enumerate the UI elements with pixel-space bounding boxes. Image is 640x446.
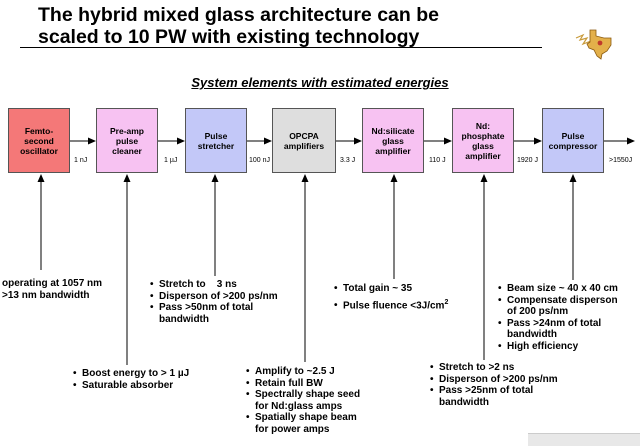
energy-label: 3.3 J: [340, 157, 356, 164]
note-line: •Retain full BW: [246, 377, 323, 389]
energy-label: >1550J: [609, 157, 633, 164]
title-divider: [20, 47, 542, 48]
note-line: •Compensate disperson: [498, 294, 618, 306]
note-line: •High efficiency: [498, 340, 579, 352]
note-line: •Disperson of >200 ps/nm: [150, 290, 278, 302]
page-title: The hybrid mixed glass architecture can …: [38, 4, 558, 48]
note-pulse-compressor: •Beam size ~ 40 x 40 cm •Compensate disp…: [498, 283, 618, 352]
energy-label: 100 nJ: [249, 157, 271, 164]
note-oscillator: operating at 1057 nm >13 nm bandwidth: [2, 278, 102, 301]
energy-label: 1 nJ: [74, 157, 88, 164]
note-line: of 200 ps/nm: [507, 306, 569, 317]
note-line: •Stretch to >2 ns: [430, 362, 515, 373]
note-pulse-stretcher: •Stretch to 3 ns •Disperson of >200 ps/n…: [150, 279, 278, 325]
note-line: for Nd:glass amps: [255, 400, 343, 412]
note-line: •Boost energy to > 1 µJ: [73, 368, 190, 379]
note-line: •Stretch to 3 ns: [150, 279, 237, 290]
note-line: •Pass >50nm of total: [150, 302, 254, 313]
window-corner-strip: [528, 433, 640, 446]
texas-state-outline-icon: [575, 29, 612, 60]
note-pulse-cleaner: •Boost energy to > 1 µJ •Saturable absor…: [73, 368, 189, 391]
note-line: •Disperson of >200 ps/nm: [430, 373, 558, 385]
note-line: operating at 1057 nm: [2, 278, 103, 289]
note-line: bandwidth: [159, 313, 209, 325]
title-line-1: The hybrid mixed glass architecture can …: [38, 4, 439, 26]
note-line: •Pass >25nm of total: [430, 385, 534, 396]
note-opcpa: •Amplify to ~2.5 J •Retain full BW •Spec…: [246, 366, 360, 435]
energy-label: 1920 J: [517, 157, 539, 164]
note-silicate-amplifier: •Total gain ~ 35 •Pulse fluence <3J/cm2: [334, 283, 448, 311]
note-line: •Amplify to ~2.5 J: [246, 366, 335, 377]
note-line: bandwidth: [439, 396, 489, 408]
note-line: for power amps: [255, 423, 330, 435]
energy-label: 110 J: [429, 157, 446, 164]
note-line: •Pulse fluence <3J/cm2: [334, 298, 449, 311]
note-line: bandwidth: [507, 329, 557, 340]
note-line: •Pass >24nm of total: [498, 317, 602, 329]
note-line: •Beam size ~ 40 x 40 cm: [498, 283, 618, 294]
note-line: >13 nm bandwidth: [2, 289, 90, 301]
note-line: •Spatially shape beam: [246, 412, 357, 423]
note-line: •Spectrally shape seed: [246, 389, 361, 400]
note-line: •Saturable absorber: [73, 379, 174, 391]
note-line: •Total gain ~ 35: [334, 283, 412, 294]
diagram-subtitle: System elements with estimated energies: [191, 75, 449, 90]
title-line-2: scaled to 10 PW with existing technology: [38, 26, 420, 48]
energy-label: 1 µJ: [164, 157, 178, 164]
note-phosphate-amplifier: •Stretch to >2 ns •Disperson of >200 ps/…: [430, 362, 558, 408]
